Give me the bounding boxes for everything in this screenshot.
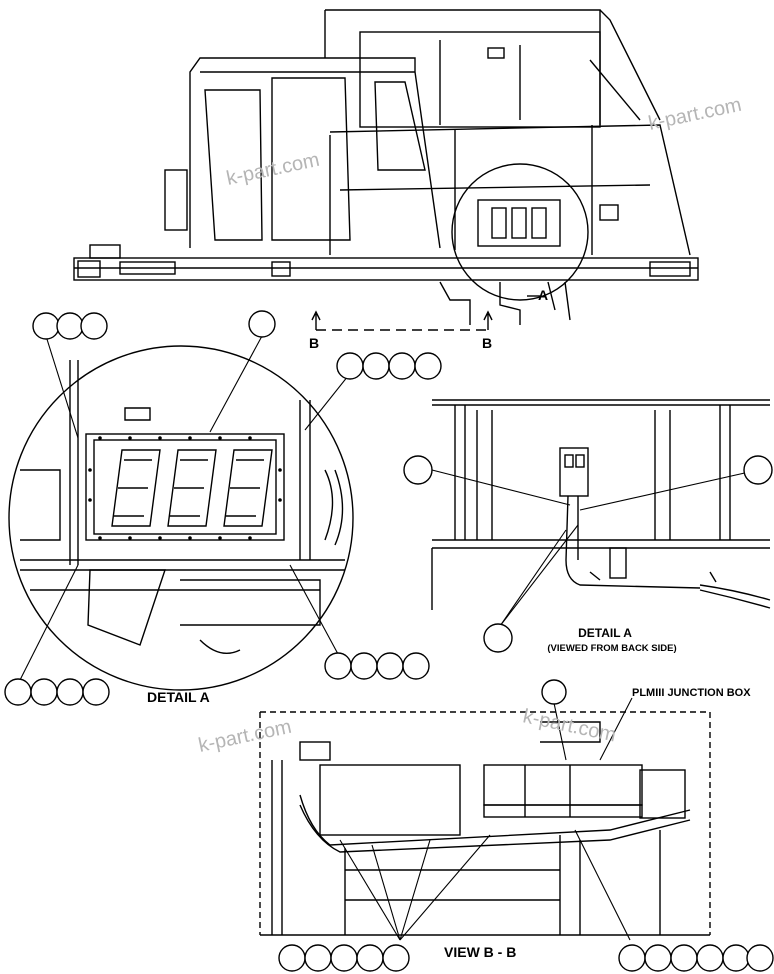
junction-box-label: PLMIII JUNCTION BOX — [632, 687, 751, 699]
callout-bubble — [743, 455, 773, 485]
callout-bubble — [356, 944, 384, 972]
detail-a-back-caption: DETAIL A — [578, 626, 632, 640]
callout-bubble — [362, 352, 390, 380]
callout-group-view-bb-bottom-left — [278, 944, 410, 972]
detail-a-view — [8, 345, 354, 691]
view-bb — [259, 711, 711, 936]
callout-bubble — [336, 352, 364, 380]
callout-bubble — [4, 678, 32, 706]
digit-display — [111, 449, 273, 527]
callout-group-view-bb-bottom-right — [618, 944, 774, 972]
callout-bubble — [382, 944, 410, 972]
callout-bubble — [248, 310, 276, 338]
detail-a-caption: DETAIL A — [147, 689, 210, 705]
callout-bubble — [696, 944, 724, 972]
machine-side-view — [73, 9, 699, 331]
watermark: k-part.com — [646, 94, 743, 135]
callout-bubble — [670, 944, 698, 972]
callout-group-detail-a-bottom-left — [4, 678, 110, 706]
callout-group-detail-a-top-left — [32, 312, 108, 340]
callout-bubble — [722, 944, 750, 972]
view-marker-b-left: B — [309, 335, 319, 351]
leader-lines — [19, 335, 759, 941]
callout-bubble — [82, 678, 110, 706]
callout-bubble — [350, 652, 378, 680]
callout-bubble — [414, 352, 442, 380]
callout-bubble — [746, 944, 774, 972]
callout-bubble — [30, 678, 58, 706]
watermark: k-part.com — [224, 149, 321, 190]
view-marker-b-right: B — [482, 335, 492, 351]
detail-a-back-subcaption: (VIEWED FROM BACK SIDE) — [547, 643, 676, 654]
callout-bubble — [541, 679, 567, 705]
detail-a-back-view — [431, 399, 771, 610]
callout-bubble — [32, 312, 60, 340]
callout-bubble — [376, 652, 404, 680]
callout-bubble — [324, 652, 352, 680]
callout-bubble — [278, 944, 306, 972]
callout-bubble — [80, 312, 108, 340]
section-marker-a: A — [538, 287, 548, 303]
callout-bubble — [56, 678, 84, 706]
callout-bubble — [304, 944, 332, 972]
callout-bubble — [618, 944, 646, 972]
callout-bubble — [56, 312, 84, 340]
callout-bubble — [483, 623, 513, 653]
watermark: k-part.com — [196, 716, 293, 757]
view-bb-caption: VIEW B - B — [444, 944, 516, 960]
callout-group-detail-a-bottom-right — [324, 652, 430, 680]
callout-bubble — [402, 652, 430, 680]
callout-bubble — [388, 352, 416, 380]
callout-group-detail-a-top-right — [336, 352, 442, 380]
callout-bubble — [330, 944, 358, 972]
callout-group-detail-a-top-mid — [248, 310, 276, 338]
callout-group-back-side — [403, 455, 773, 653]
callout-bubble — [403, 455, 433, 485]
callout-group-view-bb-top — [541, 679, 567, 705]
callout-bubble — [644, 944, 672, 972]
